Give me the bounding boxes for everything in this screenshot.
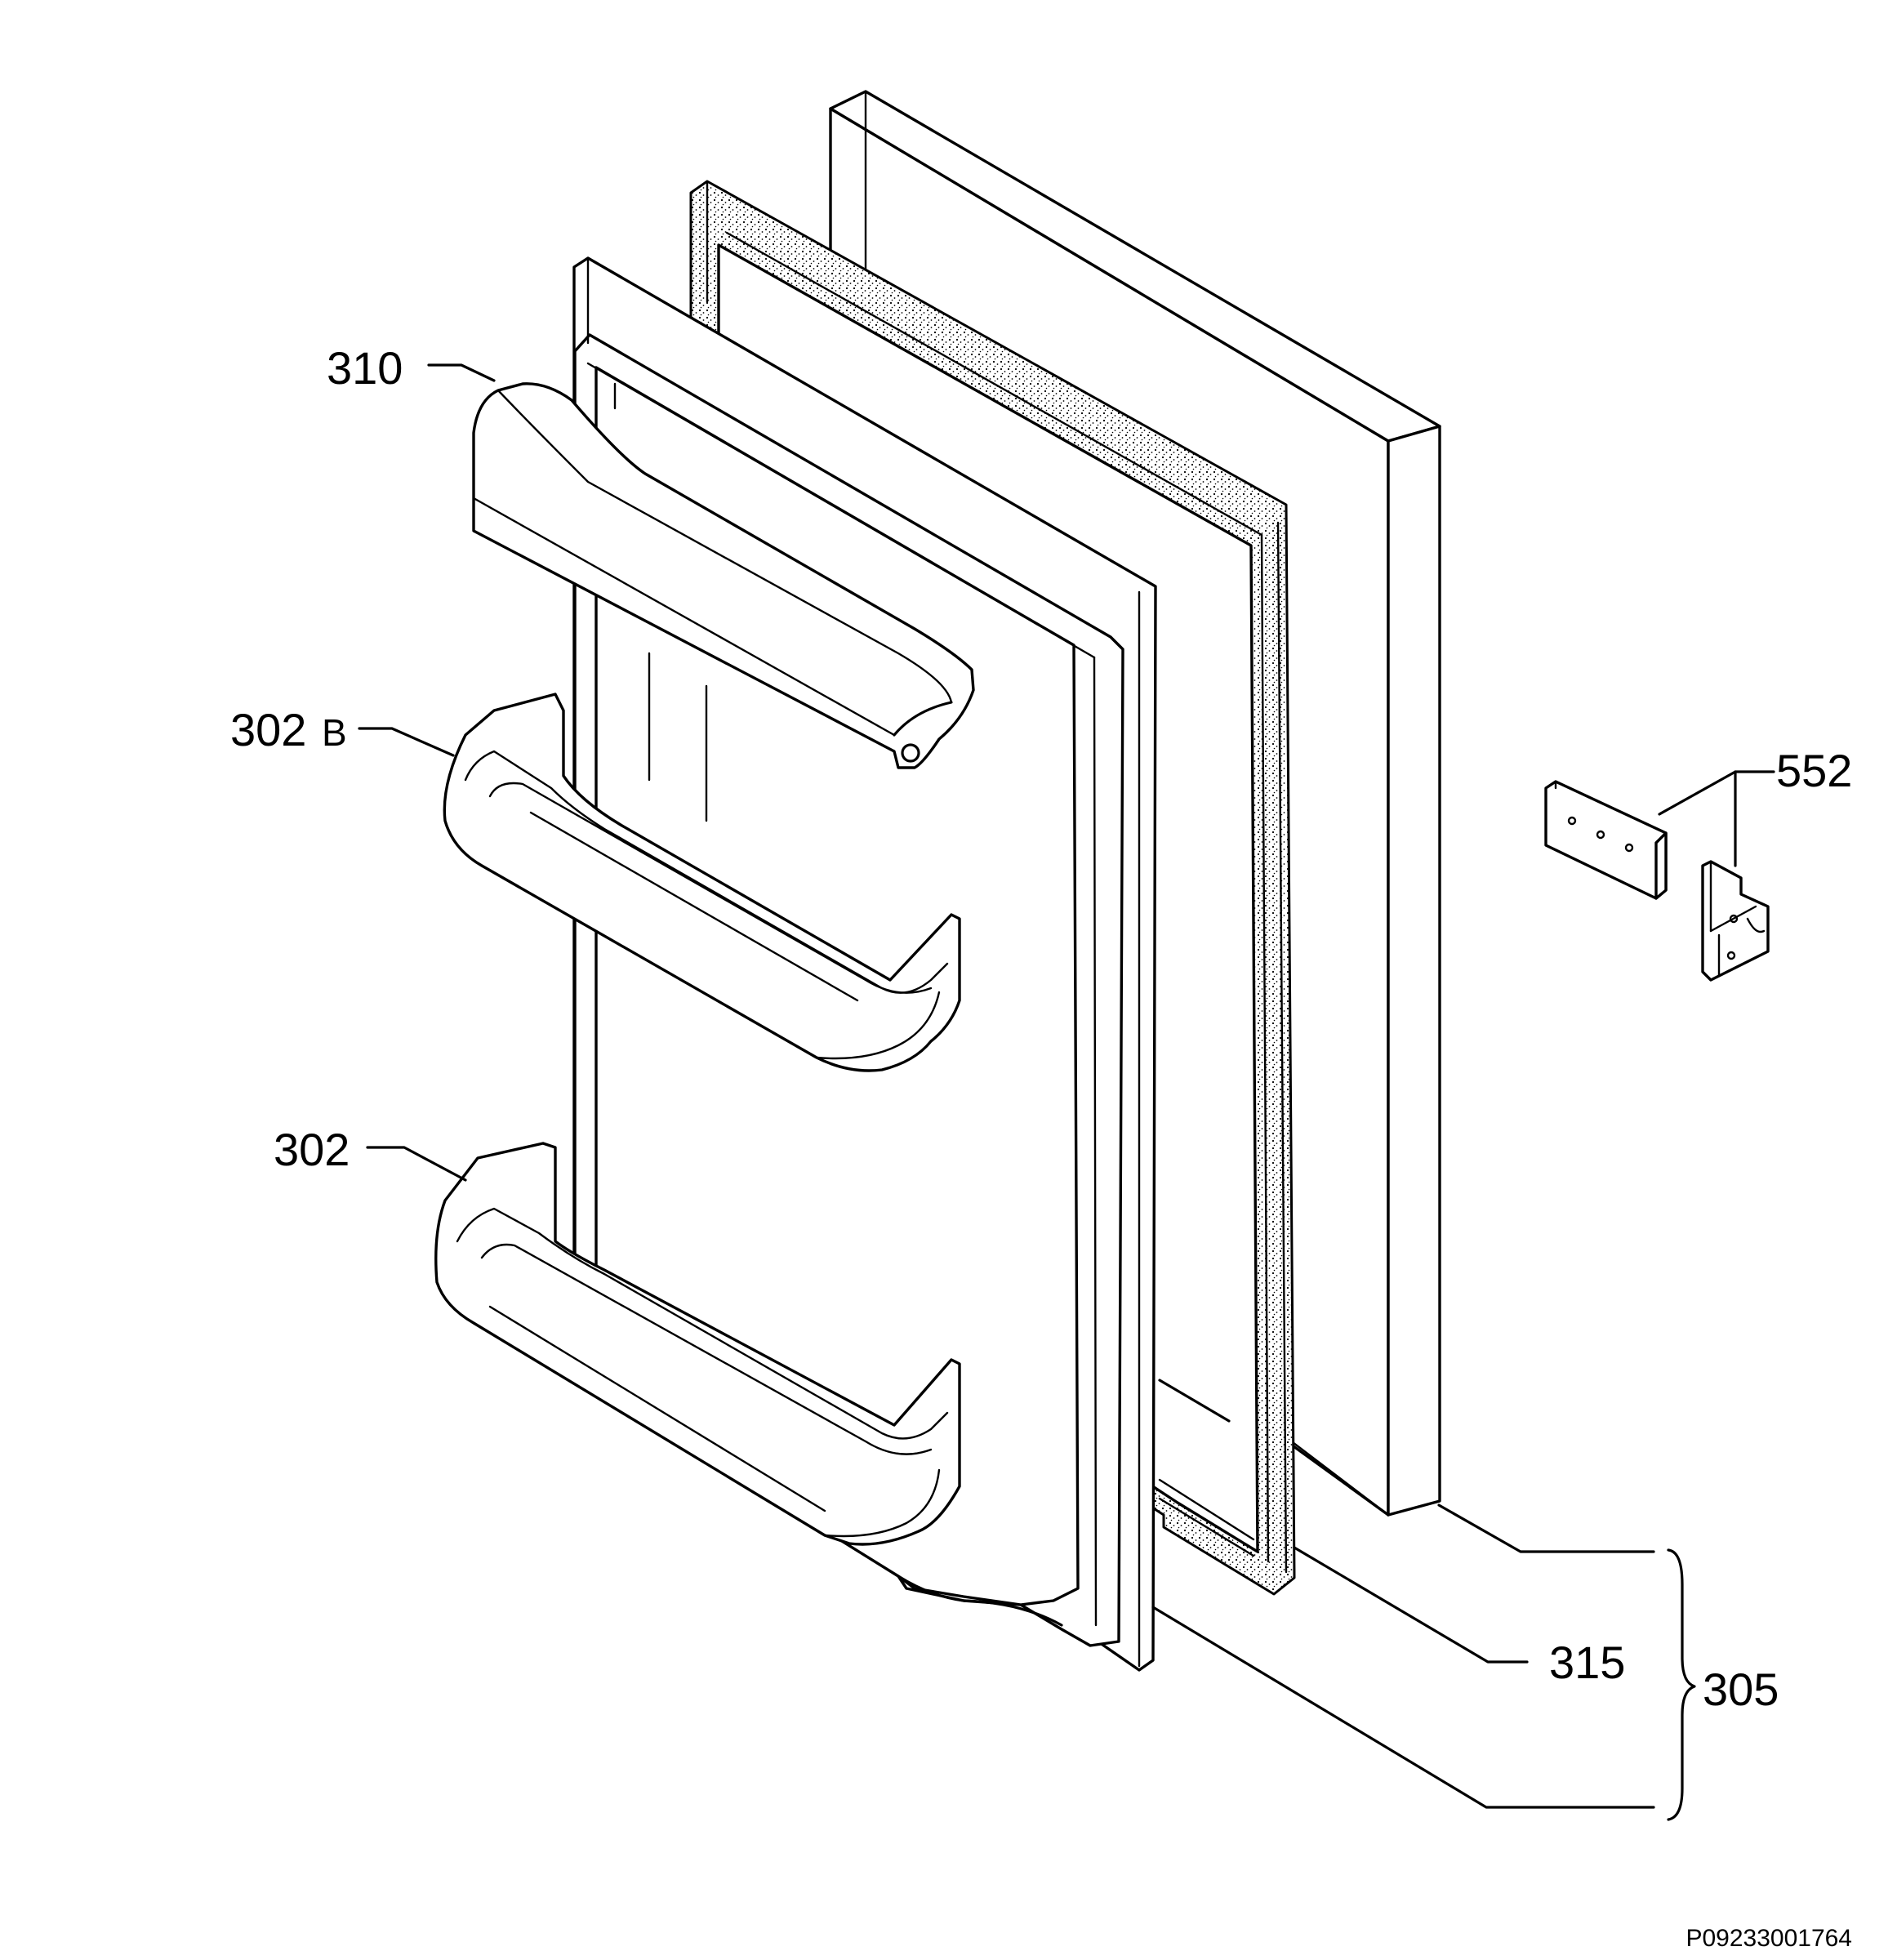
- callout-310: 310: [327, 342, 403, 394]
- callout-315: 315: [1549, 1637, 1625, 1688]
- document-id: P09233001764: [1685, 1925, 1852, 1952]
- callout-305: 305: [1703, 1664, 1779, 1715]
- callout-552: 552: [1776, 745, 1852, 796]
- hinge-parts-552: [1544, 780, 1770, 982]
- callout-302: 302: [274, 1124, 350, 1175]
- shelf-cover-310: [472, 382, 975, 769]
- door-shelf-302: [434, 1142, 961, 1546]
- door-shelf-302b: [443, 693, 961, 1072]
- callout-302b: 302: [230, 704, 306, 755]
- callout-302b-suffix: B: [322, 711, 347, 754]
- leader-lines: [358, 363, 1775, 1821]
